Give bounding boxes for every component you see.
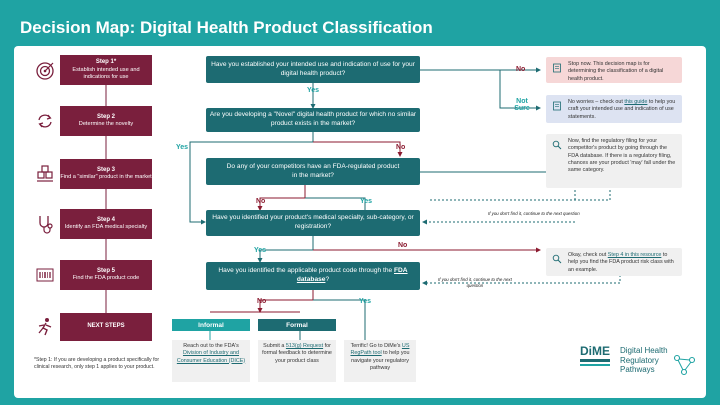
logo-line-1: Digital Health: [620, 346, 668, 355]
label-no-3: No: [256, 198, 266, 205]
filing-box: Now, find the regulatory filing for your…: [546, 134, 682, 188]
step-1-text: Establish intended use and indications f…: [72, 66, 140, 80]
step4-box: Okay, check out Step 4 in this resource …: [546, 248, 682, 276]
informal-tip: Reach out to the FDA's Division of Indus…: [172, 340, 250, 382]
formal-tab: Formal: [258, 319, 336, 331]
question-4: Have you identified your product's medic…: [206, 210, 420, 236]
step-4-label: Step 4: [96, 216, 115, 223]
informal-label: Informal: [198, 321, 224, 329]
step-1-label: Step 1*: [95, 59, 117, 66]
question-5: Have you identified the applicable produ…: [206, 262, 420, 290]
search-icon: [552, 140, 562, 150]
barcode-icon: [36, 268, 54, 282]
logo-line-2: Regulatory: [620, 355, 659, 365]
informal-tab: Informal: [172, 319, 250, 331]
informal-text: Reach out to the FDA's: [183, 343, 239, 349]
question-2: Are you developing a "Novel" digital hea…: [206, 108, 420, 132]
page-title: Decision Map: Digital Health Product Cla…: [20, 18, 433, 37]
target-icon: [36, 62, 54, 80]
document-icon: [553, 101, 561, 111]
not-sure-box: No worries – check out this guide to hel…: [546, 95, 682, 123]
step4-text-a: Okay, check out: [568, 252, 608, 258]
network-icon: [673, 354, 696, 376]
not-sure-text-b: to help you craft your intended use and …: [568, 99, 676, 120]
formal-text-b: for formal feedback to determine your pr…: [262, 343, 332, 364]
question-3-line-2: in the market?: [292, 171, 334, 179]
label-yes-5: Yes: [359, 298, 372, 305]
stethoscope-icon: [39, 216, 53, 234]
513g-link[interactable]: 513(g) Request: [285, 343, 324, 349]
this-guide-link[interactable]: this guide: [624, 99, 648, 105]
note-continue-1: If you don't find it, continue to the ne…: [488, 211, 580, 216]
step4-resource-link[interactable]: Step 4 in this resource: [607, 252, 662, 258]
label-no-4: No: [398, 242, 408, 249]
document-icon: [553, 63, 561, 73]
step-5-label: Step 5: [96, 267, 115, 274]
runner-icon: [38, 318, 52, 336]
footnote: *Step 1: If you are developing a product…: [34, 357, 160, 370]
note-continue-2-line-1: If you don't find it, continue to the ne…: [438, 277, 512, 282]
terrific-tip: Terrific! Go to DiMe's US RegPath tool t…: [344, 340, 416, 382]
formal-text-a: Submit a: [263, 343, 286, 349]
label-no-1: No: [516, 66, 526, 73]
regpath-link[interactable]: US RegPath tool: [350, 343, 410, 357]
step-2-label: Step 2: [96, 113, 115, 120]
logo-text: Digital Health Regulatory Pathways: [620, 346, 668, 375]
terrific-text-a: Terrific! Go to DiMe's: [350, 343, 402, 349]
question-5-text: Have you identified the applicable produ…: [218, 267, 395, 275]
label-not-sure: Not Sure: [514, 98, 530, 113]
step-1: Step 1*Establish intended use and indica…: [60, 55, 152, 85]
dime-logo: DiME: [580, 345, 616, 379]
next-steps-label: NEXT STEPS: [87, 323, 125, 330]
logo-line-3: Pathways: [620, 365, 655, 375]
stop-box: Stop now. This decision map is for deter…: [546, 57, 682, 83]
cycle-icon: [38, 114, 52, 128]
stop-text: Stop now. This decision map is for deter…: [568, 61, 664, 82]
label-yes-1: Yes: [307, 87, 320, 94]
filing-text: Now, find the regulatory filing for your…: [568, 138, 676, 174]
question-5-end: ?: [325, 276, 330, 283]
note-continue-2-line-2: question: [466, 282, 484, 288]
step-3-label: Step 3: [96, 166, 115, 173]
label-no-5: No: [257, 298, 267, 305]
dice-link[interactable]: Division of Industry and Consumer Educat…: [176, 350, 246, 364]
step-3-text: Find a "similar" product in the market: [60, 174, 152, 181]
boxes-icon: [37, 165, 53, 182]
question-3-line-1: Do any of your competitors have an FDA-r…: [226, 162, 400, 170]
search-icon: [552, 254, 562, 264]
step-5-text: Find the FDA product code: [72, 275, 140, 282]
fda-database-link[interactable]: FDA database: [296, 267, 408, 283]
note-continue-2: If you don't find it, continue to the ne…: [438, 277, 512, 288]
dime-logo-mark: DiME: [580, 344, 610, 358]
label-yes-2: Yes: [176, 144, 189, 151]
next-steps: NEXT STEPS: [60, 313, 152, 341]
step-2-text: Determine the novelty: [78, 121, 134, 128]
step4-text-b: to help you find the FDA product risk cl…: [568, 252, 674, 273]
terrific-text-b: to help you navigate your regulatory pat…: [351, 350, 410, 371]
question-1: Have you established your intended use a…: [206, 56, 420, 83]
question-3: Do any of your competitors have an FDA-r…: [206, 158, 420, 185]
formal-label: Formal: [286, 321, 308, 329]
step-4-text: Identify an FDA medical specialty: [64, 224, 148, 231]
label-yes-4: Yes: [254, 247, 267, 254]
label-no-2: No: [396, 144, 406, 151]
label-yes-3: Yes: [360, 198, 373, 205]
not-sure-text-a: No worries – check out: [568, 99, 625, 105]
formal-tip: Submit a 513(g) Request for formal feedb…: [258, 340, 336, 382]
